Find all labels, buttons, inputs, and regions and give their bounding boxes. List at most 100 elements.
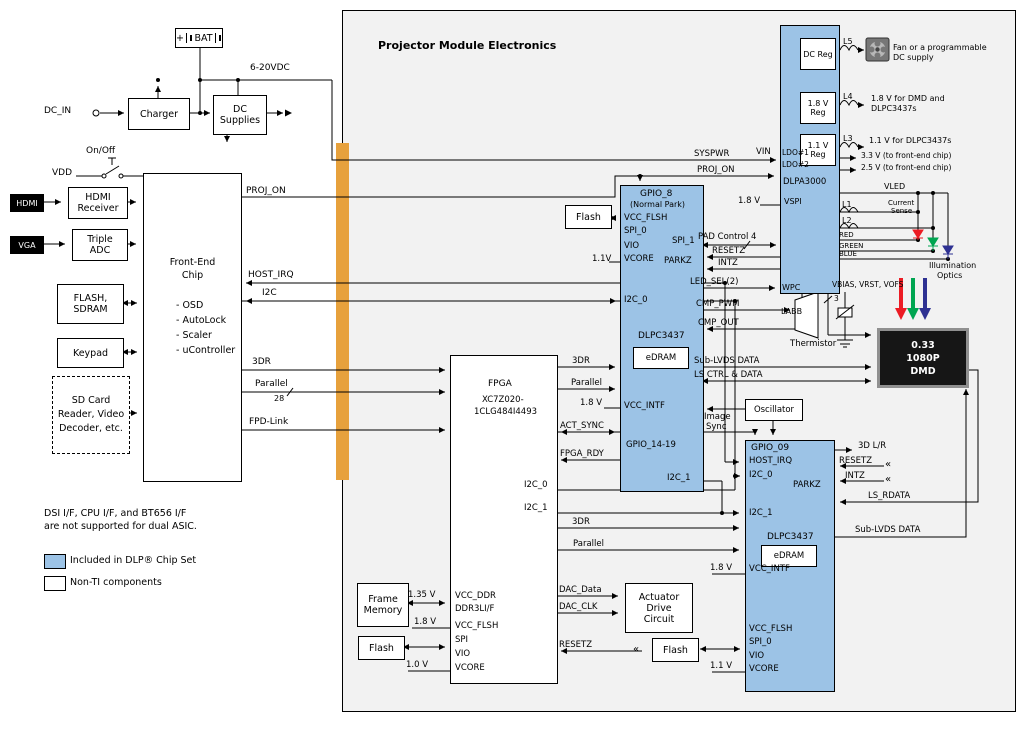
3dr-left-label: 3DR bbox=[252, 357, 271, 367]
orange-bus-bar bbox=[336, 143, 349, 480]
dc-reg-block: DC Reg bbox=[800, 38, 836, 70]
vdd-label: VDD bbox=[52, 168, 73, 178]
illumination-label2: Optics bbox=[937, 271, 963, 280]
intz-label: INTZ bbox=[718, 258, 738, 268]
pad-control-label: PAD Control bbox=[698, 232, 749, 242]
red-led-icon bbox=[912, 229, 924, 240]
wire-dac-data: DAC_Data bbox=[559, 585, 602, 595]
out-3v3-label: 3.3 V (to front-end chip) bbox=[861, 151, 952, 160]
dlpc2-pin-spi0: SPI_0 bbox=[749, 637, 772, 647]
chevron-icon: « bbox=[633, 644, 640, 655]
dlpc1-pin-gpio1419: GPIO_14-19 bbox=[626, 440, 676, 450]
fpga-pin-spi: SPI bbox=[455, 635, 469, 645]
vdc-label: 6-20VDC bbox=[250, 63, 290, 73]
led-sel-label: LED_SEL(2) bbox=[690, 277, 739, 287]
wire-dac-clk: DAC_CLK bbox=[559, 602, 598, 612]
dlpc1-gpio-label: GPIO_8 bbox=[640, 189, 673, 199]
l3-label: L3 bbox=[843, 134, 853, 143]
dlpc1-pin-spi1: SPI_1 bbox=[672, 236, 695, 246]
front-end-chip-block: Front-End Chip - OSD - AutoLock - Scaler… bbox=[143, 173, 242, 482]
dlpc1-pin-vcc-intf: VCC_INTF bbox=[624, 401, 665, 411]
dlpc2-pin-vcc-flsh: VCC_FLSH bbox=[749, 624, 793, 634]
dlpc1-pin-vcc-flsh: VCC_FLSH bbox=[624, 213, 668, 223]
vspi-pin: VSPI bbox=[784, 197, 802, 206]
wire-fpga-resetz: RESETZ bbox=[559, 640, 593, 650]
dlpc2-pin-vcore: VCORE bbox=[749, 664, 779, 674]
note-line2: are not supported for dual ASIC. bbox=[44, 521, 197, 532]
wire-intz2: INTZ bbox=[845, 471, 865, 481]
front-end-chip-features: - OSD - AutoLock - Scaler - uController bbox=[176, 300, 236, 356]
fpga-pin-vcore: VCORE bbox=[455, 663, 485, 673]
dlpc2-1v8-label: 1.8 V bbox=[710, 563, 733, 573]
ldo2-label: LDO#2 bbox=[782, 160, 809, 169]
chevron-icon: « bbox=[885, 459, 892, 470]
legend-chipset-label: Included in DLP® Chip Set bbox=[70, 555, 197, 566]
fan-output-label2: DC supply bbox=[893, 53, 934, 62]
dlpc2-pin-i2c0: I2C_0 bbox=[749, 470, 773, 480]
wire-3dr-top: 3DR bbox=[572, 356, 590, 366]
l5-label: L5 bbox=[843, 37, 853, 46]
dc-supplies-block: DC Supplies bbox=[213, 95, 267, 135]
note-line1: DSI I/F, CPU I/F, and BT656 I/F bbox=[44, 508, 187, 519]
hdmi-connector-tag: HDMI bbox=[10, 194, 44, 212]
dlpa-1v8-label: 1.8 V bbox=[738, 196, 761, 206]
proj-on-inner-label: PROJ_ON bbox=[697, 165, 735, 175]
wire-parallel-top: Parallel bbox=[571, 378, 602, 388]
charger-block: Charger bbox=[128, 98, 190, 130]
legend-nonti-swatch bbox=[44, 576, 66, 591]
fan-output-label1: Fan or a programmable bbox=[893, 43, 987, 52]
wire-fpga-rdy: FPGA_RDY bbox=[560, 449, 604, 459]
on-off-label: On/Off bbox=[86, 146, 116, 156]
vbias-label: VBIAS, VRST, VOFS bbox=[832, 280, 904, 289]
dlpc2-flash-block: Flash bbox=[652, 638, 699, 662]
l2-label: L2 bbox=[842, 216, 852, 225]
dlpc2-1v1-label: 1.1 V bbox=[710, 661, 733, 671]
sd-card-block: SD Card Reader, Video Decoder, etc. bbox=[52, 376, 130, 454]
host-irq-left-label: HOST_IRQ bbox=[248, 270, 294, 280]
dlpc1-name: DLPC3437 bbox=[638, 331, 685, 341]
parallel-left-label: Parallel bbox=[255, 379, 288, 389]
frame-memory-block: Frame Memory bbox=[357, 583, 409, 627]
wire-act-sync: ACT_SYNC bbox=[560, 421, 604, 431]
current-sense-label2: Sense bbox=[891, 207, 913, 215]
sub-lvds-label: Sub-LVDS DATA bbox=[694, 356, 760, 366]
dlpc2-gpio-label: GPIO_09 bbox=[751, 443, 790, 453]
proj-on-left-label: PROJ_ON bbox=[246, 186, 286, 196]
red-label: RED bbox=[839, 231, 854, 239]
dlpc1-park-label: (Normal Park) bbox=[630, 200, 686, 209]
fpga-pin-vcc-ddr: VCC_DDR bbox=[455, 591, 496, 601]
fpga-1v35-label: 1.35 V bbox=[408, 590, 436, 600]
image-sync-label1: Image bbox=[704, 412, 731, 422]
dlpc1-pin-i2c1: I2C_1 bbox=[667, 473, 691, 483]
dlpc2-edram-block: eDRAM bbox=[761, 545, 817, 567]
syspwr-label: SYSPWR bbox=[694, 149, 730, 159]
dlpa3000-name: DLPA3000 bbox=[783, 177, 827, 187]
green-label: GREEN bbox=[839, 242, 864, 250]
wire-parallel-bottom: Parallel bbox=[573, 539, 604, 549]
cmp-out-label: CMP_OUT bbox=[698, 318, 739, 328]
dlpc1-pin-parkz: PARKZ bbox=[664, 256, 692, 266]
vbias-width: 3 bbox=[834, 294, 839, 303]
wire-ls-rdata: LS_RDATA bbox=[868, 491, 911, 501]
fpga-pin-i2c1: I2C_1 bbox=[524, 503, 548, 513]
l4-label: L4 bbox=[843, 92, 853, 101]
dlpc2-pin-vcc-intf: VCC_INTF bbox=[749, 564, 790, 574]
hdmi-receiver-block: HDMI Receiver bbox=[68, 187, 128, 219]
fpga-pin-vio: VIO bbox=[455, 649, 471, 659]
battery-plus: + bbox=[176, 32, 184, 44]
wire-3d-lr: 3D L/R bbox=[858, 441, 887, 451]
flash-sdram-block: FLASH, SDRAM bbox=[57, 284, 124, 324]
dlpc2-pin-vio: VIO bbox=[749, 651, 765, 661]
ls-ctrl-label: LS CTRL & DATA bbox=[694, 370, 763, 380]
vin-label: VIN bbox=[756, 147, 771, 157]
fpga-pin-i2c0: I2C_0 bbox=[524, 480, 548, 490]
fpga-block bbox=[450, 355, 558, 684]
ldo1-label: LDO#1 bbox=[782, 148, 809, 157]
dc-supplies-label: DC Supplies bbox=[219, 104, 261, 126]
battery-label: BAT bbox=[194, 32, 213, 44]
vga-connector-tag: VGA bbox=[10, 236, 44, 254]
